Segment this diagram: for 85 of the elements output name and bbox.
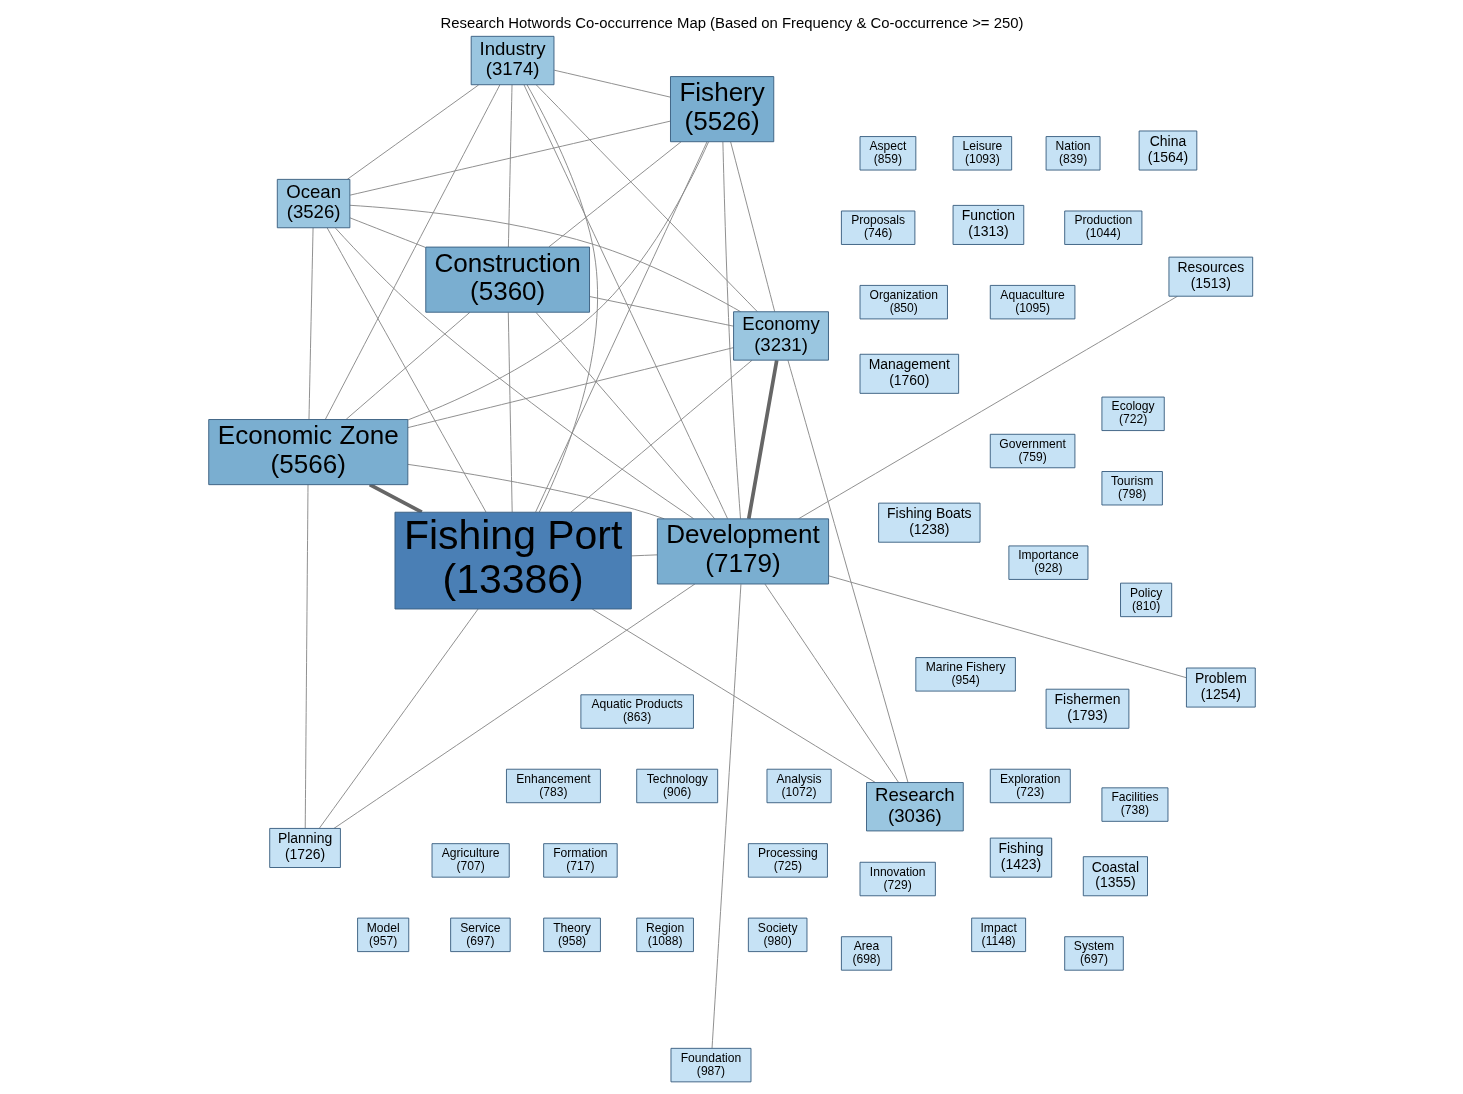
node-box: Aspect (859)	[859, 136, 916, 171]
node-box: Foundation (987)	[670, 1047, 751, 1083]
connector	[786, 359, 908, 783]
connector	[548, 141, 681, 248]
connector	[324, 84, 500, 420]
connector	[630, 554, 658, 557]
node-box: Problem (1254)	[1185, 667, 1256, 708]
node-box: China (1564)	[1138, 130, 1197, 171]
node-box: Society (980)	[747, 917, 807, 953]
node-box: Resources (1513)	[1168, 256, 1253, 297]
node-box: Organization (850)	[859, 284, 948, 320]
connector	[326, 227, 486, 513]
connector	[729, 141, 775, 313]
node-box: Exploration (723)	[989, 768, 1071, 804]
connector	[349, 120, 671, 196]
connector	[588, 296, 734, 327]
node-box: Function (1313)	[952, 204, 1024, 245]
connector	[507, 84, 512, 248]
node-box: Agriculture (707)	[431, 843, 510, 878]
connector	[535, 312, 715, 520]
node-box: Coastal (1355)	[1082, 856, 1148, 897]
connector	[368, 483, 423, 514]
node-box: Enhancement (783)	[505, 768, 601, 804]
node-box: Fishing (1423)	[989, 837, 1052, 878]
connector	[764, 583, 899, 783]
node-box: Management (1760)	[859, 353, 959, 394]
node-box: Model (957)	[356, 917, 409, 953]
node-box: Ocean (3526)	[276, 178, 350, 229]
connector	[711, 583, 741, 1049]
connector	[318, 608, 479, 829]
node-box: Aquatic Products (863)	[579, 694, 694, 729]
connector	[534, 141, 707, 513]
node-box: Processing (725)	[747, 843, 828, 878]
connector	[346, 84, 479, 180]
node-box: Development (7179)	[656, 518, 829, 585]
connector	[721, 141, 741, 520]
connector	[349, 217, 426, 248]
connector	[827, 575, 1187, 679]
node-box: Economy (3231)	[732, 311, 829, 361]
connector	[570, 359, 753, 513]
node-box: Ecology (722)	[1100, 396, 1165, 432]
node-box: Facilities (738)	[1100, 787, 1168, 822]
node-box: Analysis (1072)	[766, 768, 832, 804]
diagram-title: Research Hotwords Co-occurrence Map (Based on Frequency & Co-occurrence >= 250)	[440, 14, 1023, 31]
node-box: Fishing Boats (1238)	[877, 502, 980, 543]
node-box: Innovation (729)	[859, 861, 936, 897]
node-box: Economic Zone (5566)	[207, 419, 408, 486]
connector	[334, 227, 694, 520]
node-box: Importance (928)	[1007, 545, 1088, 580]
node-box: Area (698)	[840, 936, 892, 971]
node-box: Fishermen (1793)	[1045, 688, 1129, 729]
connector	[526, 84, 598, 513]
connector	[407, 141, 709, 421]
connector	[308, 227, 314, 420]
connector	[591, 608, 876, 783]
node-box: Planning (1726)	[268, 827, 341, 868]
node-box: Marine Fishery (954)	[914, 657, 1016, 692]
node-box: Research (3036)	[865, 782, 964, 832]
connector	[507, 311, 513, 513]
node-box: Region (1088)	[635, 917, 694, 953]
node-box: Industry (3174)	[470, 35, 554, 86]
connector	[535, 84, 758, 313]
node-box: Construction (5360)	[424, 246, 590, 313]
node-box: Nation (839)	[1045, 136, 1101, 171]
connector	[553, 69, 671, 98]
node-box: Formation (717)	[542, 843, 618, 878]
node-box: Technology (906)	[635, 768, 718, 804]
connector	[523, 84, 728, 519]
connector	[407, 347, 734, 429]
node-box: Policy (810)	[1119, 582, 1172, 618]
node-box: Government (759)	[989, 433, 1075, 469]
node-box: Tourism (798)	[1100, 471, 1163, 506]
node-box: Fishery (5526)	[669, 76, 774, 143]
node-box: System (697)	[1063, 936, 1124, 971]
node-box: Proposals (746)	[840, 210, 915, 245]
node-box: Fishing Port (13386)	[394, 511, 632, 610]
node-box: Aquaculture (1095)	[989, 284, 1075, 320]
connector	[304, 484, 308, 829]
node-box: Theory (958)	[542, 917, 601, 953]
connector	[746, 359, 779, 520]
node-box: Production (1044)	[1063, 210, 1142, 245]
node-box: Impact (1148)	[970, 917, 1026, 953]
node-box: Service (697)	[449, 917, 511, 953]
connector	[345, 311, 470, 420]
node-box: Leisure (1093)	[952, 136, 1012, 171]
